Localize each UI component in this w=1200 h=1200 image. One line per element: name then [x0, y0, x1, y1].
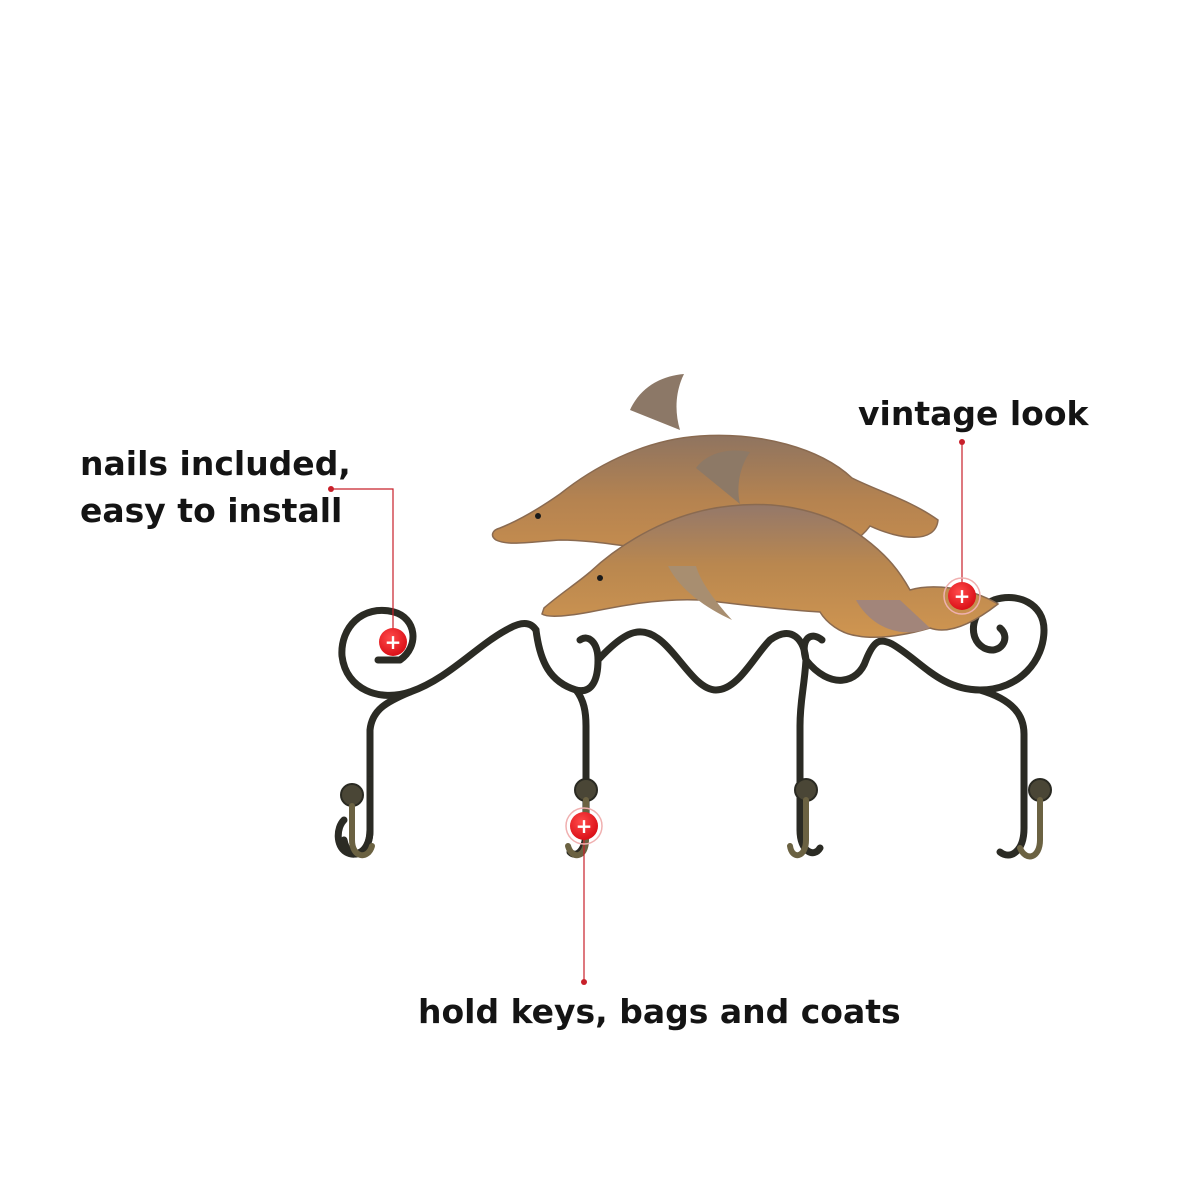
- callout-vintage-look: vintage look: [858, 394, 1089, 433]
- hook-curves: [349, 797, 1043, 860]
- hotspot-nails[interactable]: +: [379, 628, 407, 656]
- hotspot-hold[interactable]: +: [565, 807, 603, 845]
- hook-balls: [340, 778, 1052, 807]
- callout-nails-line2: easy to install: [80, 491, 343, 530]
- leader-lines: [331, 442, 963, 982]
- dolphin-front: [541, 450, 1000, 639]
- callout-nails-line1: nails included,: [80, 444, 351, 483]
- wire-hanger-frame: [334, 594, 1048, 859]
- hotspot-plus-icon: +: [385, 630, 402, 654]
- hotspot-plus-icon: +: [954, 584, 971, 608]
- callout-nails-included: nails included, easy to install: [80, 440, 351, 534]
- leader-dots: [328, 439, 965, 985]
- callout-hold-items: hold keys, bags and coats: [418, 992, 901, 1031]
- hotspot-vintage[interactable]: +: [943, 577, 981, 615]
- hotspot-plus-icon: +: [576, 814, 593, 838]
